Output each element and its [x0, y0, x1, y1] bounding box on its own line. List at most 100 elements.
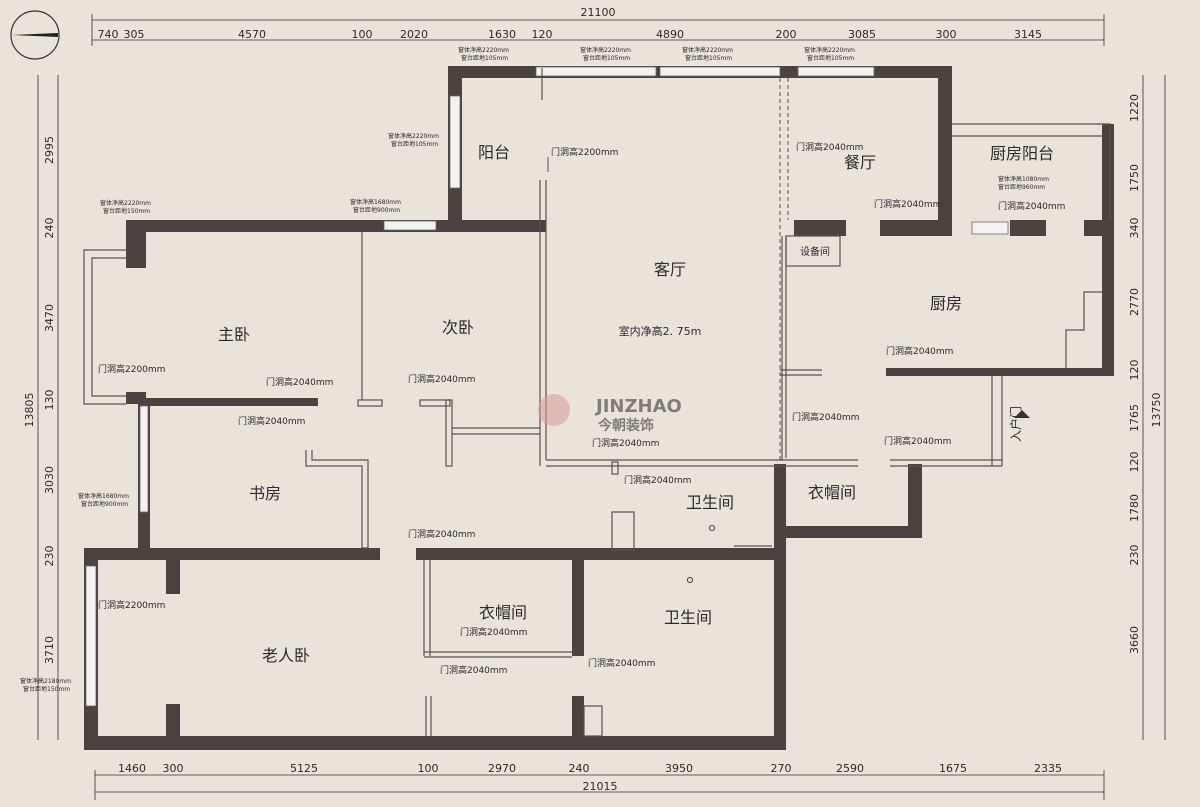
dim-label: 2970 [488, 762, 516, 775]
door-note: 门洞高2200mm [98, 599, 165, 611]
window-note: 窗台距地900mm [81, 500, 128, 508]
dim-label: 340 [1128, 218, 1141, 239]
room-second: 次卧 [442, 318, 474, 337]
window-note: 窗体净高1080mm [998, 175, 1049, 183]
room-living: 客厅 [654, 260, 686, 279]
dim-label: 230 [1128, 545, 1141, 566]
door-note: 门洞高2040mm [792, 411, 859, 423]
dim-label: 2020 [400, 28, 428, 41]
watermark-cn: 今朝装饰 [597, 417, 654, 434]
dim-label: 740 [98, 28, 119, 41]
room-bath1: 卫生间 [686, 493, 734, 512]
window-note: 窗台距地105mm [807, 54, 854, 62]
dim-label: 300 [163, 762, 184, 775]
top-dimension [91, 14, 1105, 46]
room-dining: 餐厅 [844, 153, 876, 172]
dim-label: 3710 [43, 636, 56, 664]
room-master: 主卧 [218, 325, 250, 344]
dim-label: 2995 [43, 136, 56, 164]
door-note: 门洞高2040mm [460, 626, 527, 638]
dim-label: 3950 [665, 762, 693, 775]
right-dimension [1142, 75, 1166, 740]
partitions [305, 68, 1102, 737]
room-elder: 老人卧 [262, 646, 310, 665]
dim-label: 100 [418, 762, 439, 775]
dim-label: 230 [43, 546, 56, 567]
dim-label: 4890 [656, 28, 684, 41]
dim-label: 3470 [43, 304, 56, 332]
door-note: 门洞高2040mm [440, 664, 507, 676]
dim-label: 1780 [1128, 494, 1141, 522]
watermark-brand: JINZHAO [594, 396, 682, 417]
room-cloak2: 衣帽间 [479, 603, 527, 622]
dim-label: 2335 [1034, 762, 1062, 775]
window-note: 窗台距地105mm [583, 54, 630, 62]
dim-label: 100 [352, 28, 373, 41]
dim-label: 4570 [238, 28, 266, 41]
right-segments: 13750 1220 1750 340 2770 120 1765 120 17… [1128, 94, 1163, 654]
top-total: 21100 [581, 6, 616, 19]
dim-label: 120 [532, 28, 553, 41]
drain-icon [709, 525, 715, 531]
dim-label: 5125 [290, 762, 318, 775]
window-note: 窗体净高2220mm [458, 46, 509, 54]
walls [84, 66, 1114, 750]
dim-label: 1765 [1128, 404, 1141, 432]
door-note: 门洞高2040mm [796, 141, 863, 153]
window-note: 窗体净高2220mm [388, 132, 439, 140]
window-note: 窗体净高2180mm [20, 677, 71, 685]
window-note: 窗体净高2220mm [580, 46, 631, 54]
door-note: 门洞高2040mm [408, 528, 475, 540]
room-bath2: 卫生间 [664, 608, 712, 627]
bottom-segments: 1460 300 5125 100 2970 240 3950 270 2590… [118, 762, 1062, 775]
window-note: 窗台距地150mm [23, 685, 70, 693]
dim-label: 13805 [23, 393, 36, 428]
dim-label: 240 [569, 762, 590, 775]
window-note: 窗体净高1680mm [78, 492, 129, 500]
door-note: 门洞高2040mm [266, 376, 333, 388]
dim-label: 1220 [1128, 94, 1141, 122]
dim-label: 120 [1128, 452, 1141, 473]
dim-label: 120 [1128, 360, 1141, 381]
door-note: 门洞高2040mm [592, 437, 659, 449]
door-notes: 门洞高2200mm 门洞高2040mm 门洞高2040mm 门洞高2040mm … [98, 141, 1065, 676]
watermark: JINZHAO 今朝装饰 [538, 394, 682, 434]
window-note: 窗体净高2220mm [682, 46, 733, 54]
dim-label: 1630 [488, 28, 516, 41]
door-note: 门洞高2040mm [408, 373, 475, 385]
dim-label: 270 [771, 762, 792, 775]
window-note: 窗体净高2220mm [804, 46, 855, 54]
dim-label: 2770 [1128, 288, 1141, 316]
dim-label: 1460 [118, 762, 146, 775]
dim-label: 1675 [939, 762, 967, 775]
dim-label: 13750 [1150, 393, 1163, 428]
entrance-arrow-icon [1014, 410, 1030, 418]
bottom-dimension [94, 770, 1105, 800]
dim-label: 3030 [43, 466, 56, 494]
window-note: 窗台距地900mm [353, 206, 400, 214]
door-note: 门洞高2040mm [588, 657, 655, 669]
dim-label: 130 [43, 390, 56, 411]
room-cloak1: 衣帽间 [808, 483, 856, 502]
window-note: 窗台距地960mm [998, 183, 1045, 191]
room-labels: 阳台 餐厅 厨房阳台 设备间 客厅 室内净高2. 75m 厨房 主卧 次卧 入户… [218, 143, 1054, 665]
room-kitchen-balcony: 厨房阳台 [990, 144, 1054, 163]
door-note: 门洞高2040mm [624, 474, 691, 486]
window-note: 窗台距地105mm [685, 54, 732, 62]
window-note: 窗台距地105mm [461, 54, 508, 62]
dim-label: 3660 [1128, 626, 1141, 654]
room-balcony: 阳台 [478, 143, 510, 162]
dim-label: 200 [776, 28, 797, 41]
dim-label: 305 [124, 28, 145, 41]
ceiling-height: 室内净高2. 75m [619, 324, 702, 338]
window-note: 窗体净高2220mm [100, 199, 151, 207]
door-note: 门洞高2040mm [998, 200, 1065, 212]
dim-label: 1750 [1128, 164, 1141, 192]
window-note: 窗台距地150mm [103, 207, 150, 215]
drain-icon [687, 577, 693, 583]
door-note: 门洞高2040mm [884, 435, 951, 447]
door-note: 门洞高2200mm [98, 363, 165, 375]
dashed-lines [550, 78, 789, 467]
dim-label: 3145 [1014, 28, 1042, 41]
